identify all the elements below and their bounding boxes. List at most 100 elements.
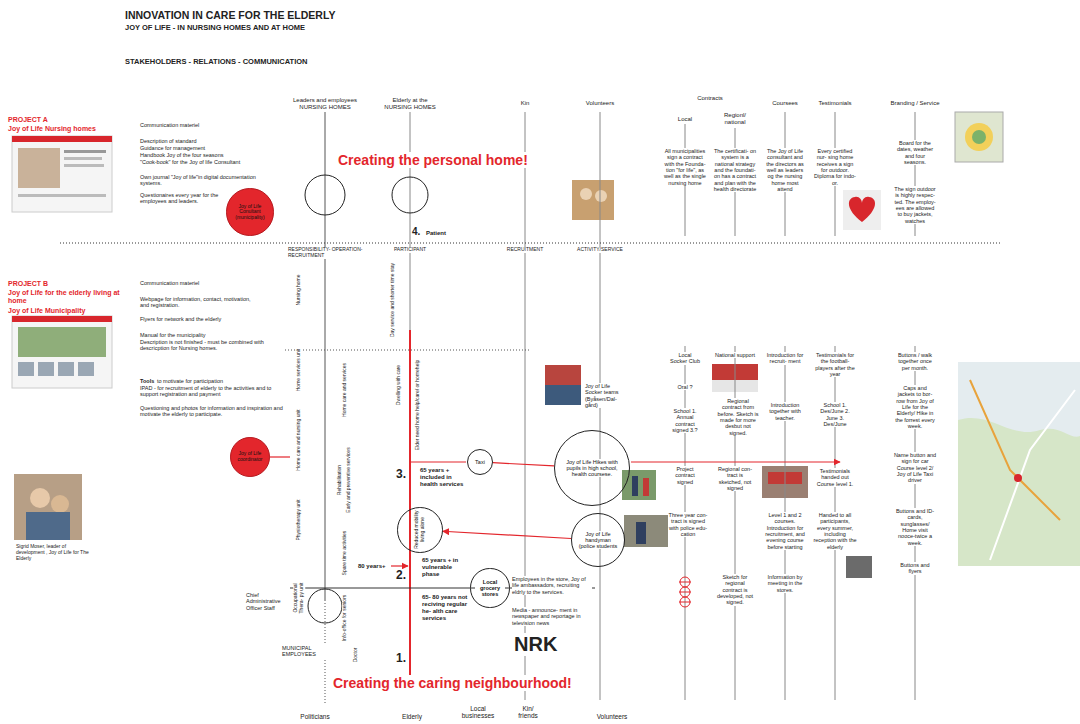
note-text: Handbook Joy of the four seasons [140,152,223,158]
screenshot-line [18,194,106,197]
callout-number: 1. [396,652,406,666]
note-text: 65 years + included in health services [420,467,464,488]
note-text: Description is not finished - must be co… [140,339,280,352]
note-text: Media - announce- ment in newspaper and … [512,607,584,626]
row-header: ACTIVITY/SERVICE [577,247,623,253]
unit-label: Day service and shorter time stay [390,263,396,337]
red-flow-line [270,456,290,457]
note-text: Sketch for regional contract is develope… [716,574,754,606]
note-text: Manual for the municipality [140,332,205,338]
node-label: Joy of Life Conultant (municipality) [230,204,270,221]
note-text: The Joy of Life consultant and the direc… [763,148,807,192]
row-header: PARTICIPANT [394,247,426,253]
unit-label: Spare time activities [342,531,348,576]
board-emblem [965,123,993,151]
column-header: Testimonials [818,100,851,107]
screenshot-frame [12,316,112,388]
screenshot-bar [12,316,112,322]
axis-label: Volunteers [597,713,628,720]
subtitle: JOY OF LIFE - IN NURSING HOMES AND AT HO… [125,24,305,33]
section-heading: PROJECT B [8,280,48,288]
note-text: School 1. Annual contract signed 3.? [669,408,701,433]
portrait-body [26,512,70,540]
note-text: The sign outdoor is highly respec- ted. … [894,186,936,224]
note-text: Employees in the store, Joy of life amba… [512,576,592,595]
hike-person [632,476,638,496]
phase-circle: Reduced mobility living alone [397,507,443,553]
screenshot-line [64,150,106,153]
heart-sign [849,197,875,222]
section-heading: Joy of Life for the elderly living at ho… [8,289,123,305]
portrait-face [51,495,69,513]
note-text: Joy of Life Socker teams (Byåsen/Dal- gå… [585,383,627,408]
handyman-photo [624,515,668,547]
activity-circle: Joy of Life Hikes with pupils in high sc… [554,430,630,506]
node-label: Joy of Life Hikes with pupils in high sc… [564,459,620,477]
coordinator-circle: Joy of Life coordinator [230,437,270,477]
note-text: Patient [426,230,446,237]
note-text: Local Socker Club [670,352,700,365]
note-text: Communication materiel [140,122,199,128]
column-header: Volunteers [586,100,614,107]
note-text: Regional contract from before. Sketch is… [717,398,759,436]
handyman-person [636,522,646,544]
callout-number: 2. [396,569,406,583]
node-label: Reduced mobility living alone [414,510,425,550]
note-text: Guidance for management [140,145,205,151]
screenshot-line [64,157,102,160]
column-header: Branding / Service [890,100,939,107]
map-road [970,380,1060,520]
callout-number: 3. [396,468,406,482]
screenshot-line [64,164,104,167]
column-header: Coursees [772,100,798,107]
hike-person [643,478,649,496]
contract-mark-line [679,592,691,593]
team-photo-part [545,385,581,405]
note-text: Sigrid Moser, leader of development , Jo… [16,544,91,561]
unit-label: Info-office for seniors [342,595,348,642]
note-text: Tools [140,378,154,384]
column-header: Leaders and employees [293,97,357,104]
note-text: Three year con- tract is signed with pol… [668,512,708,537]
column-header: Regionl/ national [718,112,752,126]
red-connector [493,463,554,466]
screenshot-thumb [78,362,94,376]
business-circle: Local grocery stores [470,568,509,607]
hike-photo [622,470,656,500]
portrait-face [30,488,50,508]
note-text: Every certified nur- sing home receives … [813,148,857,186]
board-emblem [972,130,986,144]
column-header: Contracts [697,95,723,102]
activity-circle: Joy of Life handyman (police students [571,513,625,567]
note-text: IPAD - for recruitment of elderly to the… [140,385,288,398]
note-text: Own journal "Joy of life"in digital docu… [140,174,278,187]
note-text: Oral ? [678,384,693,390]
row-header: RESPONSIBILITY- OPERATION- RECRUITMENT [288,247,388,259]
testimonial-photo [846,556,872,578]
column-header: NURSING HOMES [299,104,350,111]
note-text: Introduction together with teacher. [764,402,806,421]
note-text: National support [715,352,755,358]
volunteer-photo [572,180,614,220]
column-header: Kin [521,100,530,107]
section-divider [60,243,1000,244]
note-text: Testimonials for the football-players af… [812,352,858,377]
section-heading: PROJECT A [8,116,48,124]
sign-photo [843,190,881,230]
screenshot-thumb [18,362,34,376]
note-text: Information by meeting in the stores. [765,574,805,593]
note-text: Project contract signed [669,466,701,485]
note-text: Name button and sign for car Course leve… [893,452,937,484]
contract-mark-line [679,582,691,583]
photo-face [595,190,607,202]
note-text: 80 years+ [358,563,386,570]
axis-label: Local businesses [456,705,500,720]
row-divider [285,350,530,351]
taxi-circle: Taxi [467,449,493,475]
unit-label: Nursing home [296,274,302,305]
axis-label: Politicians [300,713,329,720]
consultant-circle: Joy of Life Conultant (municipality) [226,188,273,235]
team-photo [545,365,581,405]
note-text: "Cook-book" for the Joy of life Consulta… [140,159,240,165]
